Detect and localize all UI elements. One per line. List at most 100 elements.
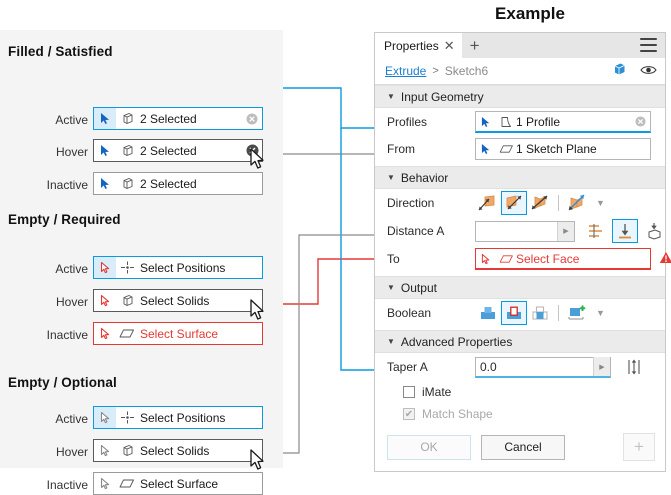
clear-icon[interactable] [630, 116, 650, 127]
arrow-outline-red-icon [94, 323, 116, 344]
selection-text: 2 Selected [140, 111, 197, 126]
eye-icon[interactable] [640, 64, 657, 79]
row-label-required-inactive: Inactive [46, 328, 88, 342]
join-icon[interactable] [475, 301, 501, 325]
row-to: To Select Face [375, 245, 671, 273]
to-extent-icon[interactable] [612, 219, 638, 243]
selection-text: Select Positions [140, 260, 226, 275]
cancel-button[interactable]: Cancel [481, 434, 565, 460]
selection-field-filled-inactive[interactable]: 2 Selected [93, 172, 263, 195]
boolean-label: Boolean [387, 306, 432, 320]
selection-field-filled-hover[interactable]: 2 Selected [93, 139, 263, 162]
profiles-value: 1 Profile [516, 114, 561, 129]
taper-a-input[interactable]: 0.0 ▶ [475, 356, 611, 378]
profiles-label: Profiles [387, 115, 428, 129]
new-solid-icon[interactable] [564, 301, 590, 325]
selection-field-required-hover[interactable]: Select Solids [93, 289, 263, 312]
chevron-down-icon[interactable]: ▼ [596, 198, 605, 208]
tab-properties[interactable]: Properties ✕ [375, 33, 462, 58]
direction-asymmetric-icon[interactable] [564, 191, 590, 215]
row-boolean: Boolean ▼ [375, 299, 665, 327]
profiles-field[interactable]: 1 Profile [475, 111, 651, 133]
spec-panel: Filled / Satisfied Active 2 Selected Hov… [0, 30, 283, 495]
from-field[interactable]: 1 Sketch Plane [475, 138, 651, 160]
imate-label: iMate [422, 385, 452, 399]
taper-a-label: Taper A [387, 360, 428, 374]
solid-icon [116, 290, 138, 311]
breadcrumb: Extrude > Sketch6 [375, 58, 665, 85]
arrow-solid-blue-icon [476, 116, 496, 128]
row-label-filled-hover: Hover [55, 145, 88, 159]
close-icon[interactable]: ✕ [443, 38, 455, 53]
direction-default-icon[interactable] [475, 191, 501, 215]
arrow-outline-red-icon [476, 253, 496, 265]
to-next-icon[interactable] [641, 219, 667, 243]
section-behavior[interactable]: ▼ Behavior [375, 166, 665, 189]
row-label-optional-inactive: Inactive [46, 478, 88, 492]
chevron-down-icon: ▼ [387, 91, 395, 101]
row-label-filled-inactive: Inactive [46, 178, 88, 192]
arrow-outline-red-icon [94, 257, 116, 278]
arrow-outline-gray-icon [94, 407, 116, 428]
tab-label: Properties [384, 38, 439, 53]
solid-icon [116, 140, 138, 161]
from-value: 1 Sketch Plane [516, 142, 597, 156]
plus-icon[interactable]: + [469, 36, 480, 55]
breadcrumb-separator: > [432, 65, 439, 77]
row-label-required-hover: Hover [55, 295, 88, 309]
profile-icon [496, 116, 516, 128]
selection-field-optional-hover[interactable]: Select Solids [93, 439, 263, 462]
divider [558, 305, 559, 321]
hamburger-icon[interactable] [640, 38, 657, 52]
selection-text: Select Surface [140, 476, 219, 491]
row-label-optional-active: Active [55, 412, 88, 426]
match-shape-checkbox: ✔ [403, 408, 415, 420]
chevron-down-icon[interactable]: ▼ [596, 308, 605, 318]
chevron-down-icon: ▼ [387, 172, 395, 182]
section-input-geometry[interactable]: ▼ Input Geometry [375, 85, 665, 108]
breadcrumb-sketch[interactable]: Sketch6 [444, 64, 489, 78]
divider [558, 195, 559, 211]
direction-flipped-icon[interactable] [501, 191, 527, 215]
selection-text: Select Surface [140, 326, 219, 341]
row-taper-a: Taper A 0.0 ▶ [375, 353, 665, 381]
selection-field-filled-active[interactable]: 2 Selected [93, 107, 263, 130]
breadcrumb-extrude[interactable]: Extrude [385, 64, 427, 78]
to-value: Select Face [516, 251, 580, 266]
row-imate[interactable]: iMate [375, 381, 665, 403]
taper-direction-icon[interactable] [621, 355, 647, 379]
chevron-right-icon[interactable]: ▶ [593, 357, 610, 376]
boolean-control: ▼ [475, 301, 665, 325]
direction-label: Direction [387, 196, 435, 210]
direction-symmetric-icon[interactable] [527, 191, 553, 215]
section-advanced-properties[interactable]: ▼ Advanced Properties [375, 330, 665, 353]
imate-checkbox[interactable] [403, 386, 415, 398]
row-label-required-active: Active [55, 262, 88, 276]
surface-icon [116, 323, 138, 344]
row-from: From 1 Sketch Plane [375, 136, 665, 162]
match-shape-label: Match Shape [422, 407, 493, 421]
page-root: Example Filled / Satisfied Active 2 Sele… [0, 4, 671, 495]
chevron-down-icon: ▼ [387, 282, 395, 292]
from-label: From [387, 142, 415, 156]
selection-field-required-active[interactable]: Select Positions [93, 256, 263, 279]
selection-field-required-inactive[interactable]: Select Surface [93, 322, 263, 345]
to-control: Select Face [475, 248, 671, 270]
surface-icon [496, 254, 516, 264]
solid-icon [116, 108, 138, 129]
chevron-right-icon[interactable]: ▶ [557, 221, 574, 241]
cut-icon[interactable] [501, 301, 527, 325]
tab-bar: Properties ✕ + [375, 33, 665, 58]
selection-field-optional-inactive[interactable]: Select Surface [93, 472, 263, 495]
section-output[interactable]: ▼ Output [375, 276, 665, 299]
measure-icon[interactable] [583, 219, 609, 243]
distance-a-input[interactable]: ▶ [475, 220, 575, 242]
ok-button[interactable]: OK [387, 434, 471, 460]
to-field[interactable]: Select Face [475, 248, 651, 270]
solid-cube-icon[interactable] [612, 62, 627, 80]
clear-icon[interactable] [242, 144, 262, 157]
clear-icon[interactable] [242, 113, 262, 125]
plus-icon[interactable]: + [623, 433, 655, 461]
selection-field-optional-active[interactable]: Select Positions [93, 406, 263, 429]
intersect-icon[interactable] [527, 301, 553, 325]
